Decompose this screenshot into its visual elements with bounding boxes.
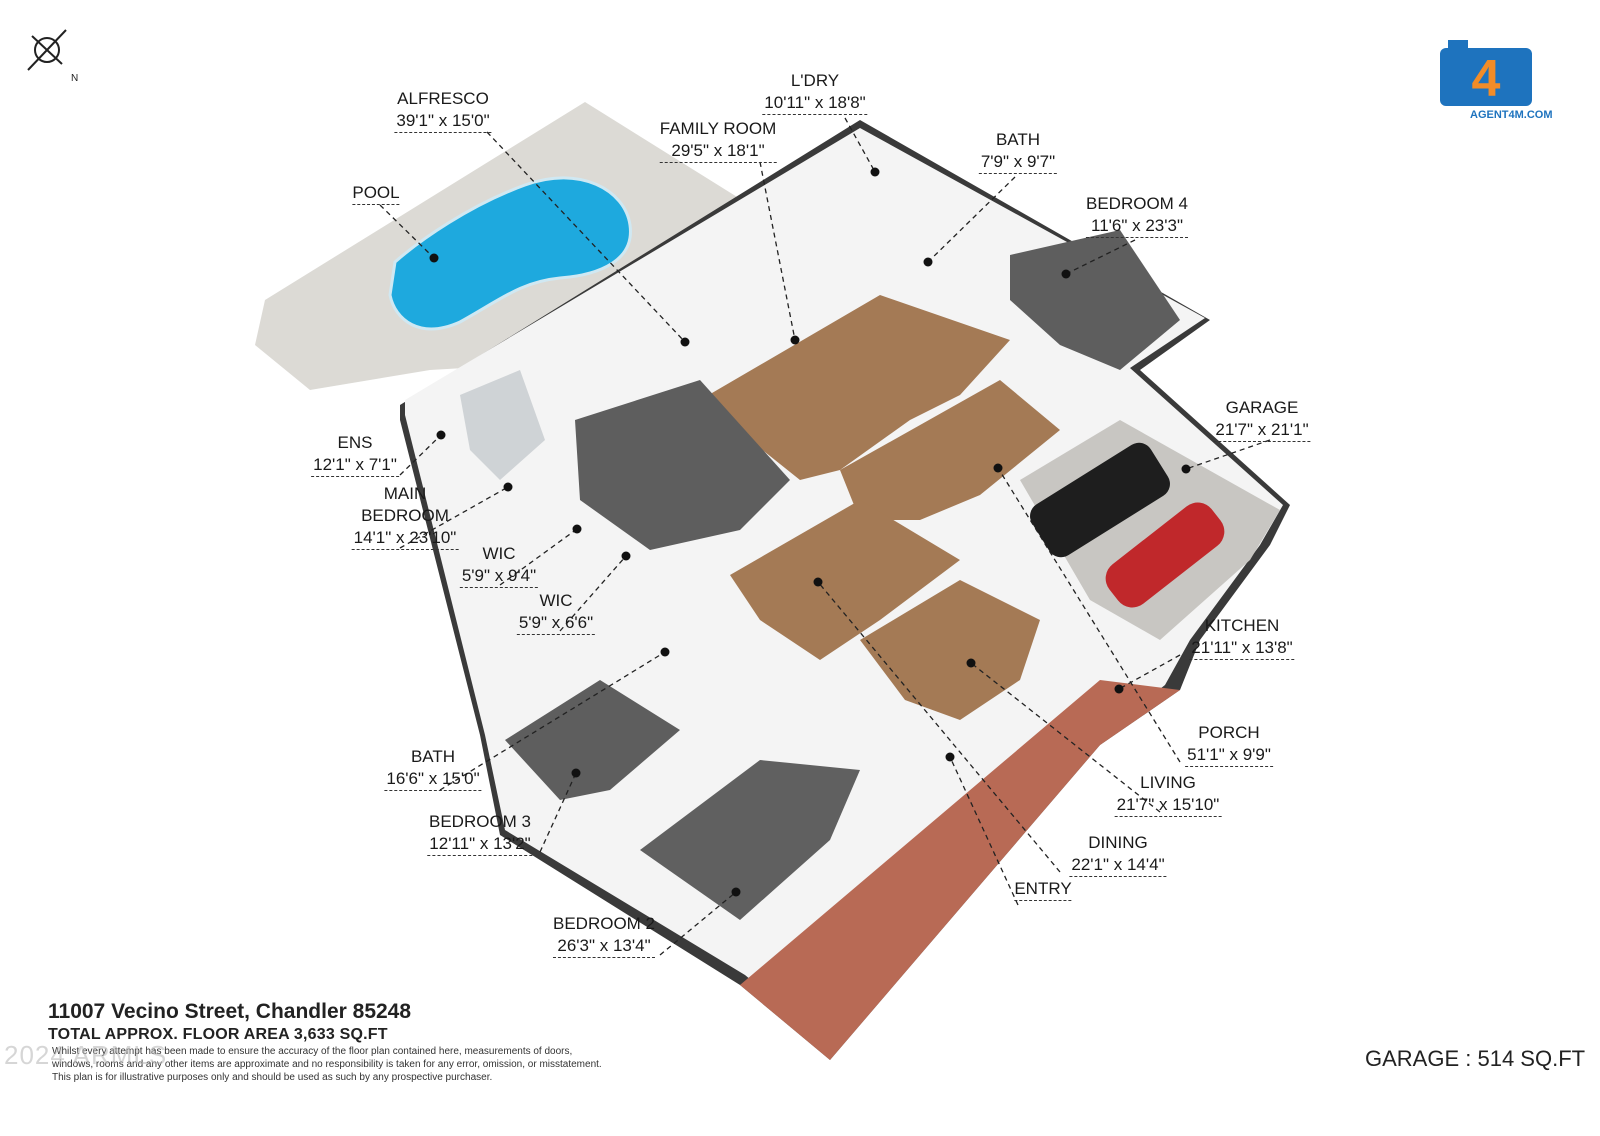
- pool: [388, 176, 632, 331]
- bedroom4-floor: [1010, 230, 1180, 370]
- disclaimer-line: This plan is for illustrative purposes o…: [52, 1072, 493, 1083]
- total-floor-area: TOTAL APPROX. FLOOR AREA 3,633 SQ.FT: [48, 1026, 388, 1043]
- logo-text: AGENT4M.COM: [1470, 109, 1553, 121]
- kitchen-floor: [840, 380, 1060, 520]
- property-address: 11007 Vecino Street, Chandler 85248: [48, 1000, 412, 1023]
- bedroom3-floor: [505, 680, 680, 800]
- leader-lines: [379, 117, 1271, 956]
- porch-paving: [740, 680, 1180, 1060]
- dining-floor: [730, 500, 960, 660]
- svg-text:4: 4: [1472, 50, 1501, 108]
- room-label-pool: POOL: [352, 182, 400, 205]
- main-bedroom-floor: [575, 380, 790, 550]
- disclaimer-line: windows, rooms and any other items are a…: [52, 1059, 602, 1070]
- compass-north-label: N: [71, 73, 79, 84]
- copyright-watermark: 2024 ARMLS: [4, 1040, 168, 1070]
- family-room-floor: [700, 295, 1010, 480]
- garage-car-red: [1105, 502, 1225, 608]
- disclaimer-line: Whilst every attempt has been made to en…: [52, 1046, 573, 1057]
- living-floor: [860, 580, 1040, 720]
- bedroom2-floor: [640, 760, 860, 920]
- ens-floor: [460, 370, 545, 480]
- disclaimer: Whilst every attempt has been made to en…: [52, 1045, 692, 1084]
- north-compass-icon: [27, 29, 67, 71]
- room-label-entry: ENTRY: [1014, 878, 1072, 901]
- room-marker-dots: [429, 167, 1191, 897]
- garage-area-total: GARAGE : 514 SQ.FT: [1365, 1046, 1586, 1071]
- agent4m-camera-logo: 4: [1440, 40, 1532, 108]
- garage-car-black: [1030, 442, 1170, 558]
